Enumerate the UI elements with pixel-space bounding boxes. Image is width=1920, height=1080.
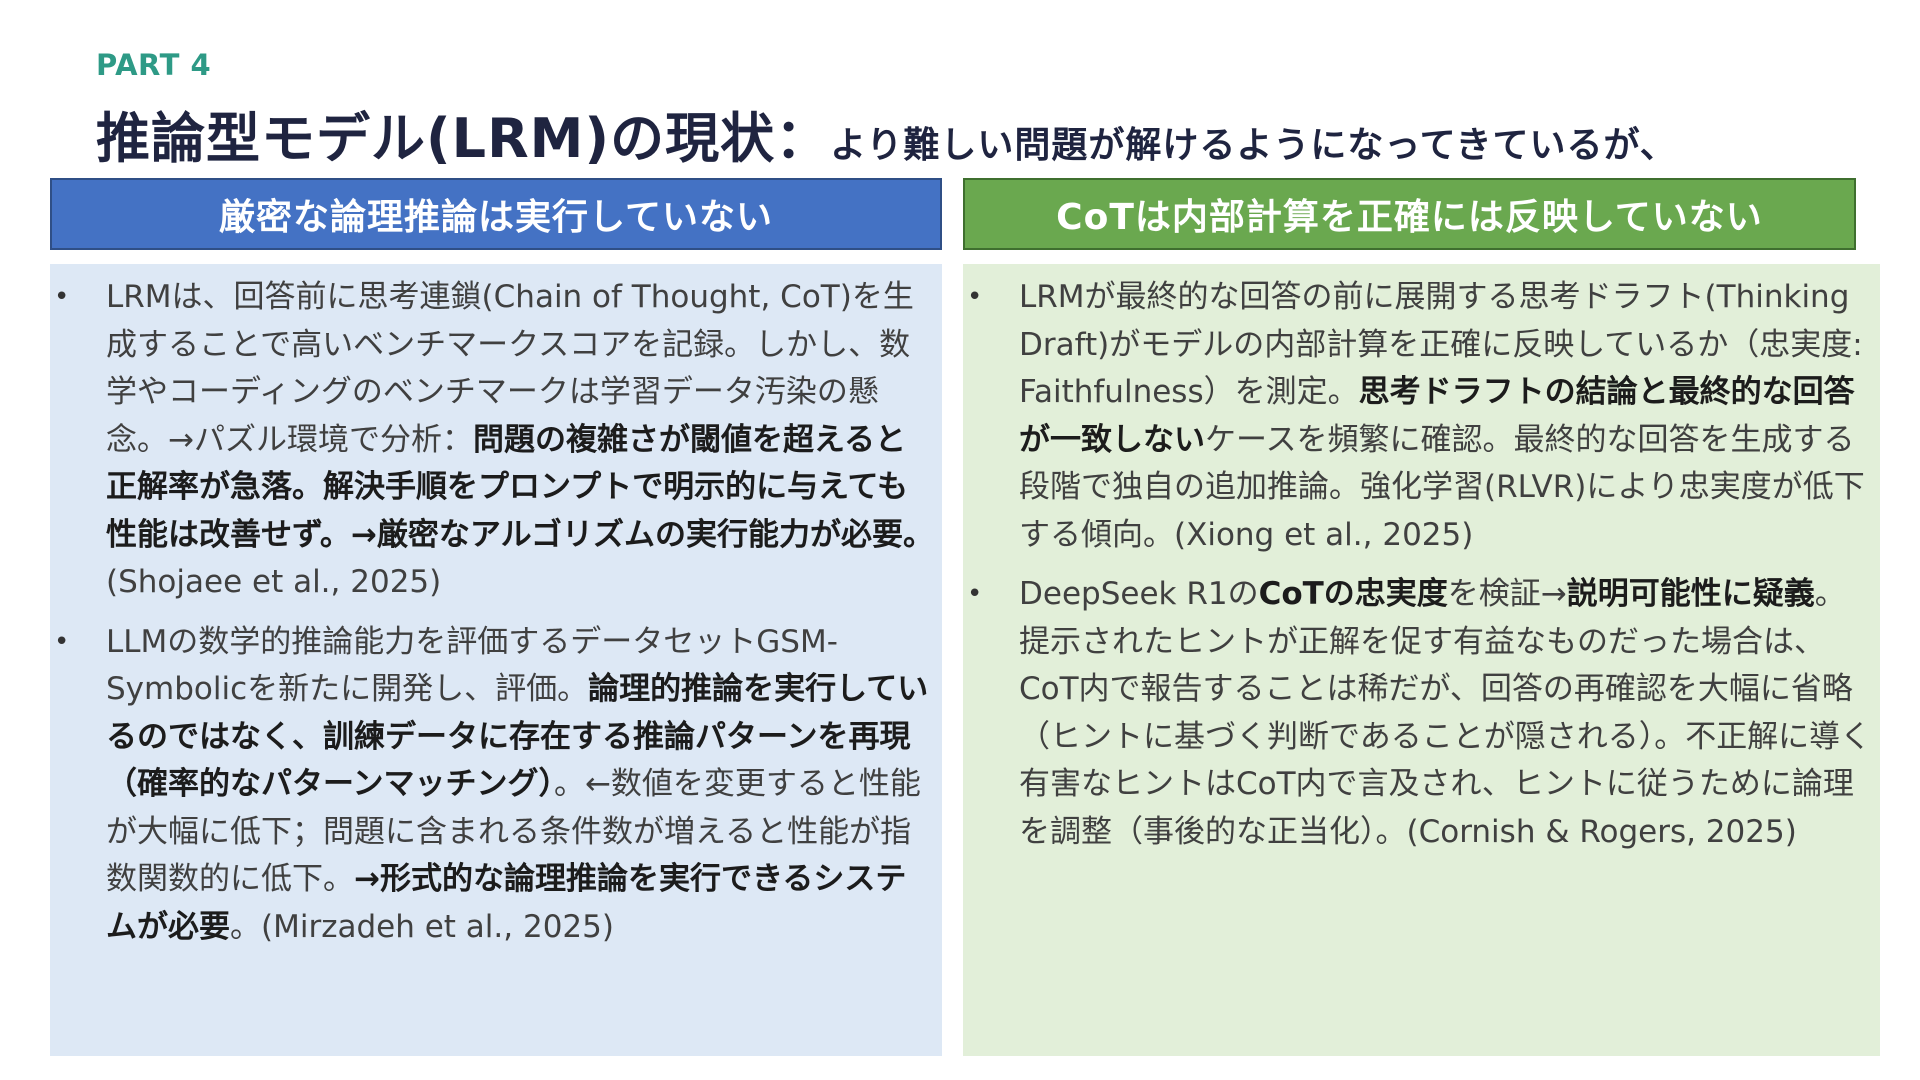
bullet-item: • LRMは、回答前に思考連鎖(Chain of Thought, CoT)を生成… [50, 274, 942, 607]
bullet-text-bold: 説明可能性に疑義 [1566, 576, 1815, 612]
bullet-text: 。提示されたヒントが正解を促す有益なものだった場合は、CoT内で報告することは稀… [1019, 576, 1872, 850]
left-column-header: 厳密な論理推論は実行していない [50, 178, 942, 250]
bullet-text: 。←数値を変更すると性能が大幅に低下；問題に含まれる条件数が増えると性能が指数関… [106, 766, 921, 897]
bullet-dot-icon: • [54, 282, 70, 312]
bullet-text: 。(Mirzadeh et al., 2025) [230, 908, 614, 945]
bullet-item: • DeepSeek R1のCoTの忠実度を検証→説明可能性に疑義。提示されたヒン… [963, 571, 1880, 856]
slide-title: 推論型モデル(LRM)の現状：より難しい問題が解けるようになってきているが、 [96, 94, 1677, 173]
bullet-text: LRMは、回答前に思考連鎖(Chain of Thought, CoT)を生成す… [106, 279, 914, 458]
bullet-text-bold: 思考ドラフトの結論と最終的な回答が一致しない [1019, 374, 1855, 458]
title-main: 推論型モデル(LRM)の現状： [96, 107, 831, 170]
bullet-text: DeepSeek R1の [1019, 576, 1259, 612]
bullet-dot-icon: • [54, 626, 70, 657]
bullet-item: • LRMが最終的な回答の前に展開する思考ドラフト(Thinking Draft)… [963, 274, 1880, 559]
bullet-text-bold: →形式的な論理推論を実行できるシステムが必要 [106, 861, 907, 945]
bullet-dot-icon: • [967, 282, 983, 312]
title-sub: より難しい問題が解けるようになってきているが、 [830, 125, 1677, 166]
left-column-body: • LRMは、回答前に思考連鎖(Chain of Thought, CoT)を生成… [50, 264, 942, 1056]
bullet-item: • LLMの数学的推論能力を評価するデータセットGSM-Symbolicを新たに開… [50, 619, 942, 952]
bullet-text: LRMが最終的な回答の前に展開する思考ドラフト(Thinking Draft)が… [1019, 279, 1863, 410]
bullet-text-bold: CoTの忠実度 [1258, 576, 1448, 612]
right-column-header: CoTは内部計算を正確には反映していない [963, 178, 1856, 250]
bullet-text: を検証→ [1447, 576, 1567, 612]
left-column: 厳密な論理推論は実行していない • LRMは、回答前に思考連鎖(Chain of … [50, 178, 942, 1056]
bullet-text: ケースを頻繁に確認。最終的な回答を生成する段階で独自の追加推論。強化学習(RLV… [1019, 421, 1865, 553]
left-bullet-list: • LRMは、回答前に思考連鎖(Chain of Thought, CoT)を生成… [50, 274, 942, 951]
bullet-text-bold: 問題の複雑さが閾値を超えると正解率が急落。解決手順をプロンプトで明示的に与えても… [106, 421, 934, 553]
bullet-text: LLMの数学的推論能力を評価するデータセットGSM-Symbolicを新たに開発… [106, 623, 838, 708]
bullet-text-bold: 論理的推論を実行しているのではなく、訓練データに存在する推論パターンを再現（確率… [106, 671, 929, 802]
bullet-text: (Shojaee et al., 2025) [106, 564, 442, 600]
part-label: PART 4 [96, 48, 212, 82]
right-column: CoTは内部計算を正確には反映していない • LRMが最終的な回答の前に展開する思… [963, 178, 1880, 1056]
right-bullet-list: • LRMが最終的な回答の前に展開する思考ドラフト(Thinking Draft)… [963, 274, 1880, 856]
bullet-dot-icon: • [967, 579, 983, 609]
right-column-body: • LRMが最終的な回答の前に展開する思考ドラフト(Thinking Draft)… [963, 264, 1880, 1056]
